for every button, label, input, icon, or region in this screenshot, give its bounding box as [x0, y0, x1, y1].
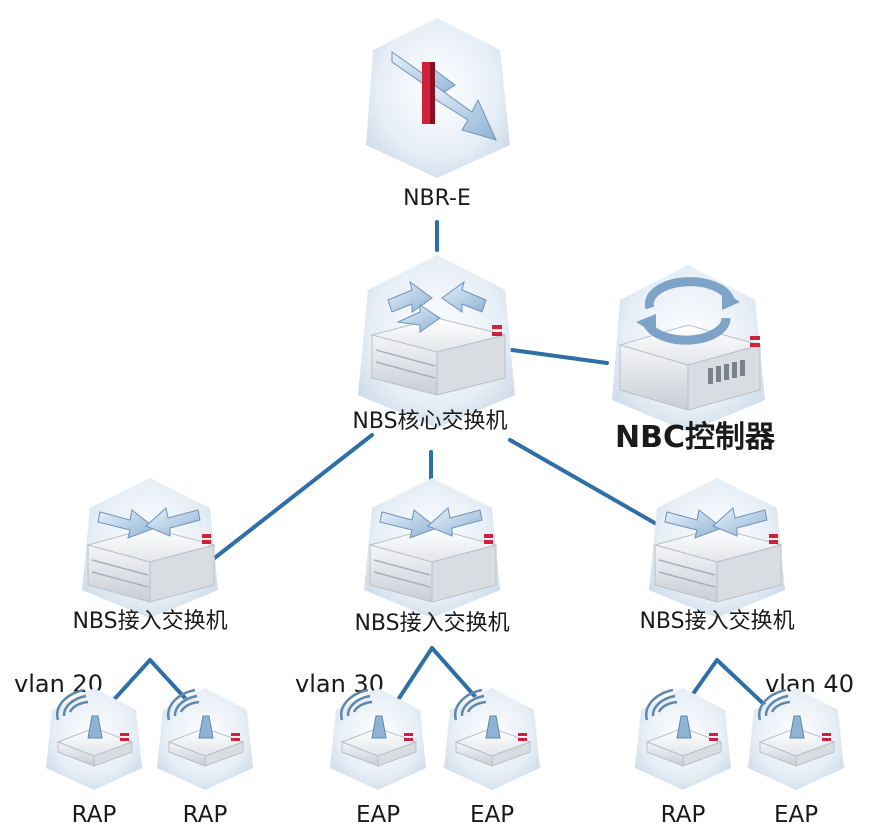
access-switch-node-3: NBS接入交换机: [639, 478, 795, 634]
access-switch-icon: [653, 507, 783, 603]
router-node: NBR-E: [366, 18, 510, 211]
core-switch-node: NBS核心交换机: [352, 255, 515, 434]
access-point-node: RAP: [157, 688, 253, 828]
access-switch-icon: [86, 507, 216, 603]
access-point-label: EAP: [356, 802, 400, 828]
access-point-node: RAP: [635, 688, 731, 828]
router-icon: [391, 51, 497, 141]
link-access3-ap2: [715, 658, 772, 712]
access-point-node: EAP: [444, 688, 540, 828]
router-label: NBR-E: [403, 186, 471, 211]
access-point-label: EAP: [774, 802, 818, 828]
access-point-icon: [758, 688, 836, 767]
access-point-icon: [340, 688, 418, 767]
access-switch-node-2: NBS接入交换机: [354, 478, 510, 636]
controller-node: NBC控制器: [612, 265, 776, 455]
access-point-icon: [167, 688, 245, 767]
access-switch-label: NBS接入交换机: [72, 609, 227, 634]
access-point-node: RAP: [46, 688, 142, 828]
access-point-label: EAP: [470, 802, 514, 828]
link-core-controller: [510, 348, 609, 365]
access-switch-label: NBS接入交换机: [639, 609, 794, 634]
access-point-label: RAP: [183, 802, 228, 828]
link-core-access-3: [508, 438, 669, 532]
controller-label: NBC控制器: [615, 420, 776, 455]
controller-icon: [618, 277, 762, 411]
access-switch-label: NBS接入交换机: [354, 611, 509, 636]
access-point-label: RAP: [661, 802, 706, 828]
access-switch-icon: [368, 507, 498, 603]
access-switch-node-1: NBS接入交换机: [72, 478, 228, 634]
access-point-node: EAP: [748, 688, 844, 828]
access-point-icon: [56, 688, 134, 767]
link-core-access-1: [210, 433, 374, 562]
core-switch-label: NBS核心交换机: [352, 409, 507, 434]
vlan-label-3: vlan 40: [765, 670, 854, 698]
access-point-icon: [454, 688, 532, 767]
access-point-icon: [645, 688, 723, 767]
core-switch-icon: [370, 280, 506, 396]
access-point-label: RAP: [72, 802, 117, 828]
access-point-node: EAP: [330, 688, 426, 828]
